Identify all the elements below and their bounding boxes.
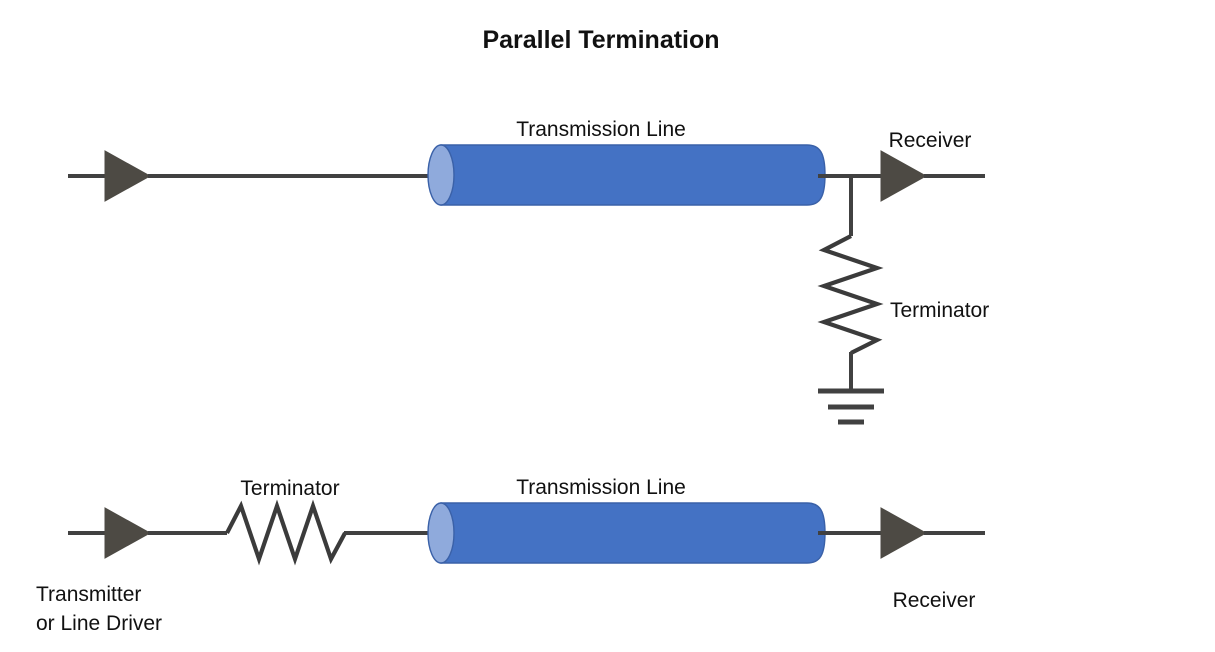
- cylinder-left-cap-bottom: [427, 502, 455, 564]
- cylinder-body-bottom: [440, 502, 826, 564]
- label-transmitter-line1: Transmitter: [36, 583, 141, 606]
- cylinder-left-cap-top: [427, 144, 455, 206]
- circuit-series-termination: Terminator Transmission Line Transmitter…: [36, 476, 985, 635]
- transmitter-amplifier-icon-top: [104, 150, 152, 202]
- page-title: Parallel Termination: [482, 26, 719, 54]
- circuit-parallel-termination: Transmission Line Receiver Terminator: [68, 118, 989, 425]
- receiver-amplifier-icon-top: [880, 150, 928, 202]
- label-terminator-top: Terminator: [890, 299, 989, 322]
- transmission-line-cylinder-bottom: [427, 502, 826, 564]
- label-transmission-line-top: Transmission Line: [516, 118, 686, 141]
- label-receiver-bottom: Receiver: [893, 589, 976, 612]
- transmitter-amplifier-icon-bottom: [104, 507, 152, 559]
- label-receiver-top: Receiver: [889, 129, 972, 152]
- terminator-resistor-vertical: [817, 234, 884, 355]
- receiver-amplifier-icon-bottom: [880, 507, 928, 559]
- cylinder-body-top: [440, 144, 826, 206]
- transmission-line-cylinder-top: [427, 144, 826, 206]
- label-transmitter-line2: or Line Driver: [36, 612, 162, 635]
- label-terminator-bottom: Terminator: [240, 477, 339, 500]
- terminator-resistor-horizontal: [225, 499, 347, 566]
- label-transmission-line-bottom: Transmission Line: [516, 476, 686, 499]
- ground-symbol: [818, 388, 884, 425]
